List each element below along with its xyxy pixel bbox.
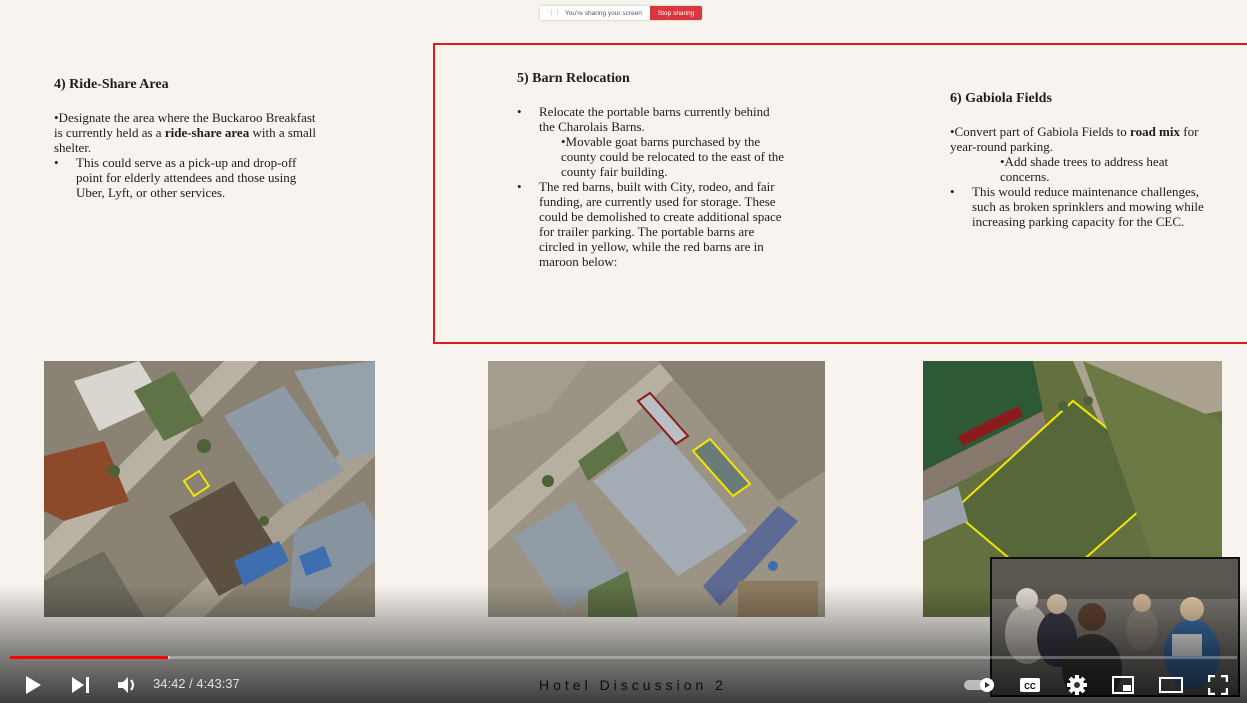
mute-button[interactable] xyxy=(114,673,140,697)
share-status: ⋮⋮ You're sharing your screen xyxy=(540,6,650,20)
barn-relocation-bullets: Relocate the portable barns currently be… xyxy=(517,104,785,269)
captions-button[interactable]: CC xyxy=(1017,673,1043,697)
barn-relocation-bullet: Relocate the portable barns currently be… xyxy=(517,104,785,179)
theater-mode-icon xyxy=(1159,677,1183,693)
time-current: 34:42 xyxy=(153,676,186,691)
autoplay-toggle[interactable] xyxy=(962,674,998,696)
settings-button[interactable] xyxy=(1064,673,1090,697)
miniplayer-button[interactable] xyxy=(1110,673,1136,697)
closed-captions-icon: CC xyxy=(1020,678,1040,692)
barn-relocation-title: 5) Barn Relocation xyxy=(517,71,630,86)
ride-share-title: 4) Ride-Share Area xyxy=(54,77,169,92)
play-button[interactable] xyxy=(20,673,46,697)
chapter-title[interactable]: Hotel Discussion 2 xyxy=(539,677,727,693)
ride-share-intro-text: •Designate the area where the Buckaroo B… xyxy=(54,110,316,140)
share-status-text: You're sharing your screen xyxy=(565,9,642,17)
gabiola-fields-intro-bold: road mix xyxy=(1130,124,1180,139)
barn-relocation-section: 5) Barn Relocation Relocate the portable… xyxy=(517,71,785,269)
gabiola-fields-subpoint: •Add shade trees to address heat concern… xyxy=(1000,154,1169,184)
barn-relocation-aerial-photo xyxy=(488,361,825,617)
gabiola-fields-bullet: This would reduce maintenance challenges… xyxy=(950,184,1218,229)
next-icon xyxy=(72,677,89,693)
gabiola-fields-intro: •Convert part of Gabiola Fields to road … xyxy=(950,124,1218,154)
gear-icon xyxy=(1067,675,1087,695)
gabiola-fields-intro-end: for year-round parking. xyxy=(950,124,1199,154)
drag-handle-icon[interactable]: ⋮⋮ xyxy=(548,10,561,17)
play-icon xyxy=(26,676,41,694)
svg-text:CC: CC xyxy=(1024,682,1036,691)
theater-mode-button[interactable] xyxy=(1158,673,1184,697)
stop-sharing-button[interactable]: Stop sharing xyxy=(649,6,703,20)
ride-share-intro: •Designate the area where the Buckaroo B… xyxy=(54,110,319,155)
progress-bar[interactable] xyxy=(10,656,1237,659)
gabiola-fields-bullets: This would reduce maintenance challenges… xyxy=(950,184,1218,229)
ride-share-intro-bold: ride-share area xyxy=(164,125,250,140)
ride-share-aerial-photo xyxy=(44,361,375,617)
next-button[interactable] xyxy=(68,673,94,697)
gabiola-fields-section: 6) Gabiola Fields •Convert part of Gabio… xyxy=(950,91,1218,229)
barn-relocation-bullet-text: Relocate the portable barns currently be… xyxy=(539,104,770,134)
ride-share-intro-end: with a small shelter. xyxy=(54,125,316,155)
miniplayer-icon xyxy=(1112,676,1134,694)
barn-relocation-bullet: The red barns, built with City, rodeo, a… xyxy=(517,179,785,269)
ride-share-bullet: This could serve as a pick-up and drop-o… xyxy=(54,155,319,200)
screen-share-banner: ⋮⋮ You're sharing your screen Stop shari… xyxy=(540,6,703,20)
barn-relocation-subpoint: •Movable goat barns purchased by the cou… xyxy=(561,134,785,179)
time-total: 4:43:37 xyxy=(196,676,240,691)
gabiola-fields-intro-text: •Convert part of Gabiola Fields to xyxy=(950,124,1131,139)
highlight-box xyxy=(433,43,1247,344)
fullscreen-icon xyxy=(1208,675,1228,695)
progress-played xyxy=(10,656,168,659)
fullscreen-button[interactable] xyxy=(1205,673,1231,697)
volume-icon xyxy=(118,677,134,693)
gabiola-fields-title: 6) Gabiola Fields xyxy=(950,91,1052,106)
autoplay-toggle-icon xyxy=(964,678,994,692)
ride-share-section: 4) Ride-Share Area •Designate the area w… xyxy=(54,77,319,200)
time-separator: / xyxy=(185,676,197,691)
ride-share-bullets: This could serve as a pick-up and drop-o… xyxy=(54,155,319,200)
time-display: 34:42 / 4:43:37 xyxy=(153,676,240,691)
